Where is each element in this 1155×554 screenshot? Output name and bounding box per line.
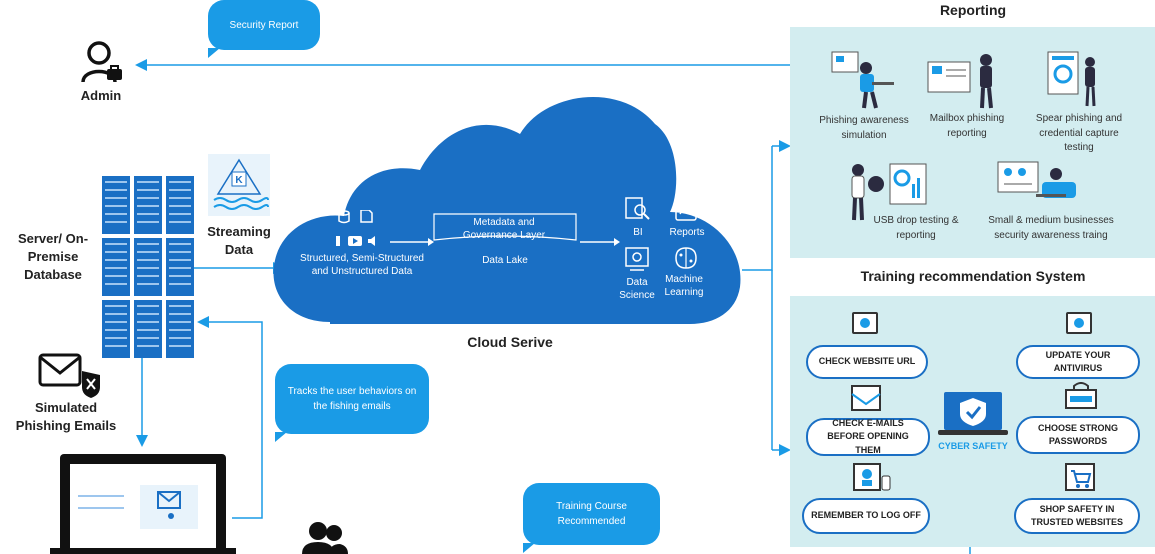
training-item-check-url: CHECK WEBSITE URL (806, 345, 928, 379)
machine-learning-icon (675, 247, 697, 269)
admin-label: Admin (80, 88, 122, 103)
data-sources-icons (336, 210, 375, 246)
usb-drop-illustration (851, 163, 927, 221)
training-item-logoff: REMEMBER TO LOG OFF (802, 498, 930, 534)
antivirus-shield-icon (1066, 312, 1092, 334)
email-icon (851, 385, 881, 411)
metadata-label: Metadata and Governance Layer (462, 217, 546, 241)
laptop-feedback-line (197, 316, 263, 519)
training-course-bubble: Training Course Recommended (523, 483, 660, 553)
reporting-title: Reporting (939, 2, 1007, 18)
security-report-bubble: Security Report (208, 0, 320, 58)
smb-awareness-illustration (997, 161, 1076, 198)
arrow-to-analytics (580, 238, 620, 246)
mailbox-reporting-illustration (927, 54, 993, 109)
reports-label: Reports (669, 227, 705, 238)
training-item-shop-safety: SHOP SAFETY IN TRUSTED WEBSITES (1014, 498, 1140, 534)
reports-icon (675, 197, 697, 221)
reporting-item-2: Mailbox phishing reporting (929, 113, 1005, 139)
data-science-icon (625, 247, 649, 271)
training-item-antivirus: UPDATE YOUR ANTIVIRUS (1016, 345, 1140, 379)
bi-label: BI (633, 227, 643, 238)
users-icon (302, 522, 348, 554)
logoff-icon (853, 463, 891, 491)
cloud-shape (273, 97, 741, 324)
globe-icon (852, 312, 878, 334)
structured-data-label: Structured, Semi-Structured and Unstruct… (300, 253, 424, 277)
data-lake-label: Data Lake (482, 255, 528, 266)
server-rack-icon (102, 176, 194, 358)
data-science-label: Data Science (619, 277, 655, 301)
cyber-safety-laptop-icon (938, 392, 1008, 435)
password-icon (1065, 382, 1097, 409)
machine-learning-label: Machine Learning (664, 274, 704, 298)
reporting-item-4: USB drop testing & reporting (873, 215, 959, 241)
laptop-icon (50, 454, 236, 554)
admin-icon (81, 41, 122, 83)
phishing-simulation-illustration (831, 51, 894, 109)
reporting-item-5: Small & medium businesses security aware… (988, 215, 1114, 241)
cyber-safety-label: CYBER SAFETY (938, 441, 1008, 451)
training-item-passwords: CHOOSE STRONG PASSWORDS (1016, 416, 1140, 454)
streaming-label: Streaming Data (207, 224, 271, 258)
reporting-item-1: Phishing awareness simulation (819, 115, 909, 141)
bi-icon (625, 197, 650, 220)
arrow-to-datalake (390, 238, 434, 246)
cloud-caption: Cloud Serive (467, 334, 553, 350)
server-label: Server/ On-Premise Database (17, 231, 89, 283)
spear-phishing-illustration (1047, 51, 1096, 107)
streaming-kafka-icon: K (208, 154, 270, 216)
shopping-cart-icon (1065, 463, 1095, 491)
phishing-mail-icon (38, 353, 100, 398)
training-item-check-emails: CHECK E-MAILS BEFORE OPENING THEM (806, 418, 930, 456)
reporting-item-3: Spear phishing and credential capture te… (1035, 113, 1123, 153)
svg-text:K: K (235, 175, 243, 186)
tracks-behavior-bubble: Tracks the user behaviors on the fishing… (275, 364, 429, 442)
training-title: Training recommendation System (860, 268, 1086, 284)
simulated-phishing-label: Simulated Phishing Emails (15, 400, 117, 434)
metadata-layer-box (433, 213, 577, 241)
